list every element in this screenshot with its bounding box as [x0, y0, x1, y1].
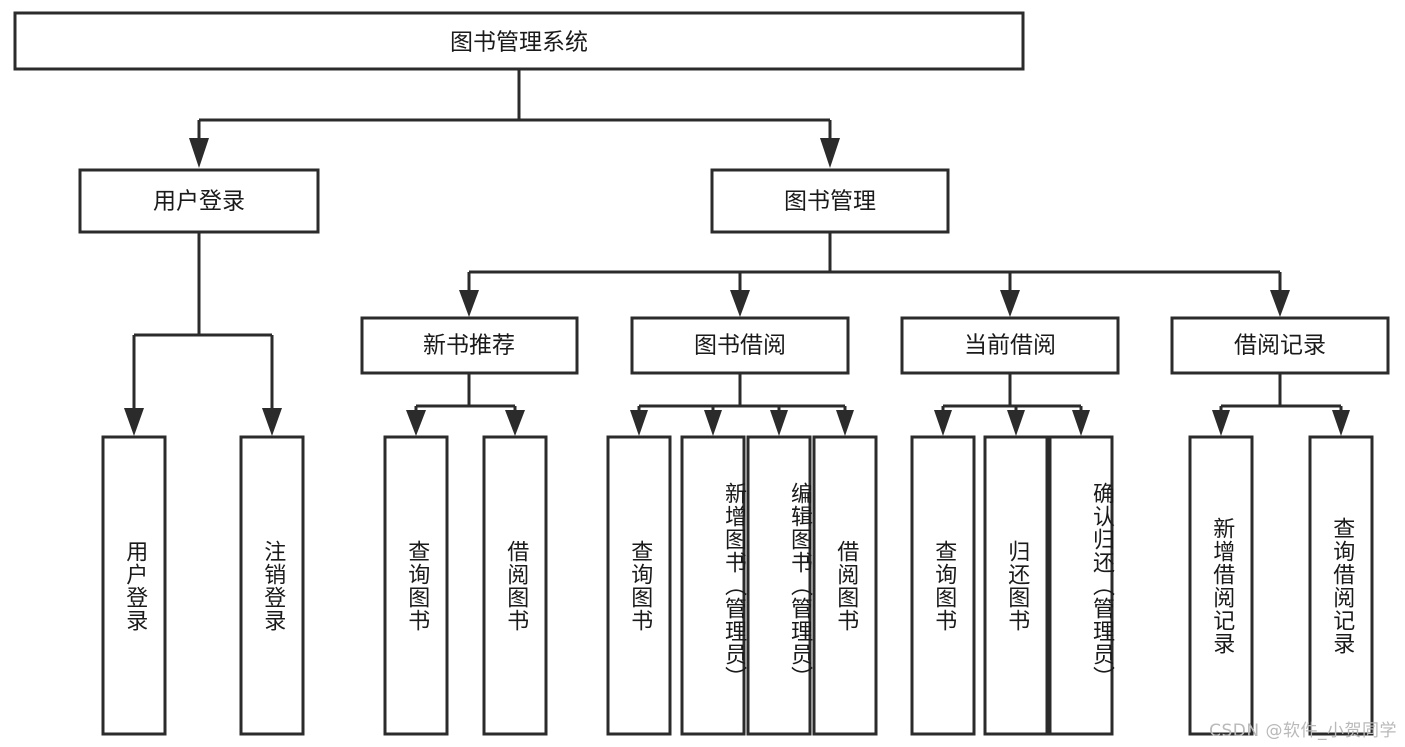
arrow-to-leaf-query-book-1 [406, 410, 426, 436]
leaf-box-user-login[interactable] [101, 435, 167, 736]
node-root[interactable]: 图书管理系统 [13, 11, 1025, 71]
leaf-box-confirm-return[interactable] [1048, 435, 1114, 736]
node-borrow-record-box[interactable] [1170, 316, 1390, 375]
node-borrow-record[interactable]: 借阅记录 [1170, 316, 1390, 375]
arrow-to-leaf-logout-login [262, 408, 282, 436]
node-book-borrow[interactable]: 图书借阅 [630, 316, 850, 375]
leaf-box-borrow-book-1[interactable] [482, 435, 548, 736]
node-book-borrow-label: 图书借阅 [694, 333, 786, 359]
leaf-box-return-book[interactable] [983, 435, 1049, 736]
leaf-box-add-record[interactable] [1188, 435, 1254, 736]
arrow-to-leaf-query-book-3 [934, 410, 952, 436]
csdn-watermark: CSDN @软件_小贺同学 [1209, 721, 1397, 741]
node-current-borrow[interactable]: 当前借阅 [900, 316, 1120, 375]
leaf-box-logout-login[interactable] [239, 435, 305, 736]
leaf-box-group [101, 435, 1374, 736]
arrow-root-to-user-login [189, 138, 209, 168]
arrow-to-leaf-query-book-2 [630, 410, 648, 436]
node-book-manage-box[interactable] [710, 168, 950, 234]
arrow-to-new-book-recommend [459, 290, 479, 317]
node-user-login-label: 用户登录 [153, 189, 245, 215]
arrow-to-leaf-borrow-book-1 [505, 410, 525, 436]
leaf-box-query-book-1[interactable] [383, 435, 449, 736]
arrow-to-leaf-user-login [124, 408, 144, 436]
leaf-box-edit-book[interactable] [746, 435, 812, 736]
arrow-to-leaf-add-book [704, 410, 722, 436]
leaf-box-query-record[interactable] [1308, 435, 1374, 736]
arrow-to-book-borrow [730, 290, 750, 317]
arrow-to-leaf-query-record [1332, 410, 1350, 436]
node-book-manage-label: 图书管理 [784, 189, 876, 215]
node-user-login-box[interactable] [78, 168, 320, 234]
leaf-box-query-book-2[interactable] [606, 435, 672, 736]
connector-group [124, 69, 1350, 436]
node-new-book-recommend-label: 新书推荐 [423, 333, 515, 359]
node-book-manage[interactable]: 图书管理 [710, 168, 950, 234]
node-borrow-record-label: 借阅记录 [1234, 333, 1326, 359]
node-new-book-recommend[interactable]: 新书推荐 [360, 316, 579, 375]
node-root-box[interactable] [13, 11, 1025, 71]
arrow-to-leaf-edit-book [770, 410, 788, 436]
node-root-label: 图书管理系统 [450, 30, 588, 56]
arrow-to-leaf-confirm-return [1072, 410, 1090, 436]
leaf-box-add-book[interactable] [680, 435, 746, 736]
arrow-to-leaf-add-record [1212, 410, 1230, 436]
node-current-borrow-label: 当前借阅 [964, 333, 1056, 359]
node-current-borrow-box[interactable] [900, 316, 1120, 375]
arrow-to-borrow-record [1270, 290, 1290, 317]
node-book-borrow-box[interactable] [630, 316, 850, 375]
leaf-box-borrow-book-2[interactable] [812, 435, 878, 736]
arrow-to-leaf-borrow-book-2 [836, 410, 854, 436]
leaf-box-query-book-3[interactable] [910, 435, 976, 736]
node-new-book-recommend-box[interactable] [360, 316, 579, 375]
arrow-to-leaf-return-book [1007, 410, 1025, 436]
arrow-root-to-book-manage [820, 138, 840, 168]
node-user-login[interactable]: 用户登录 [78, 168, 320, 234]
arrow-to-current-borrow [1000, 290, 1020, 317]
